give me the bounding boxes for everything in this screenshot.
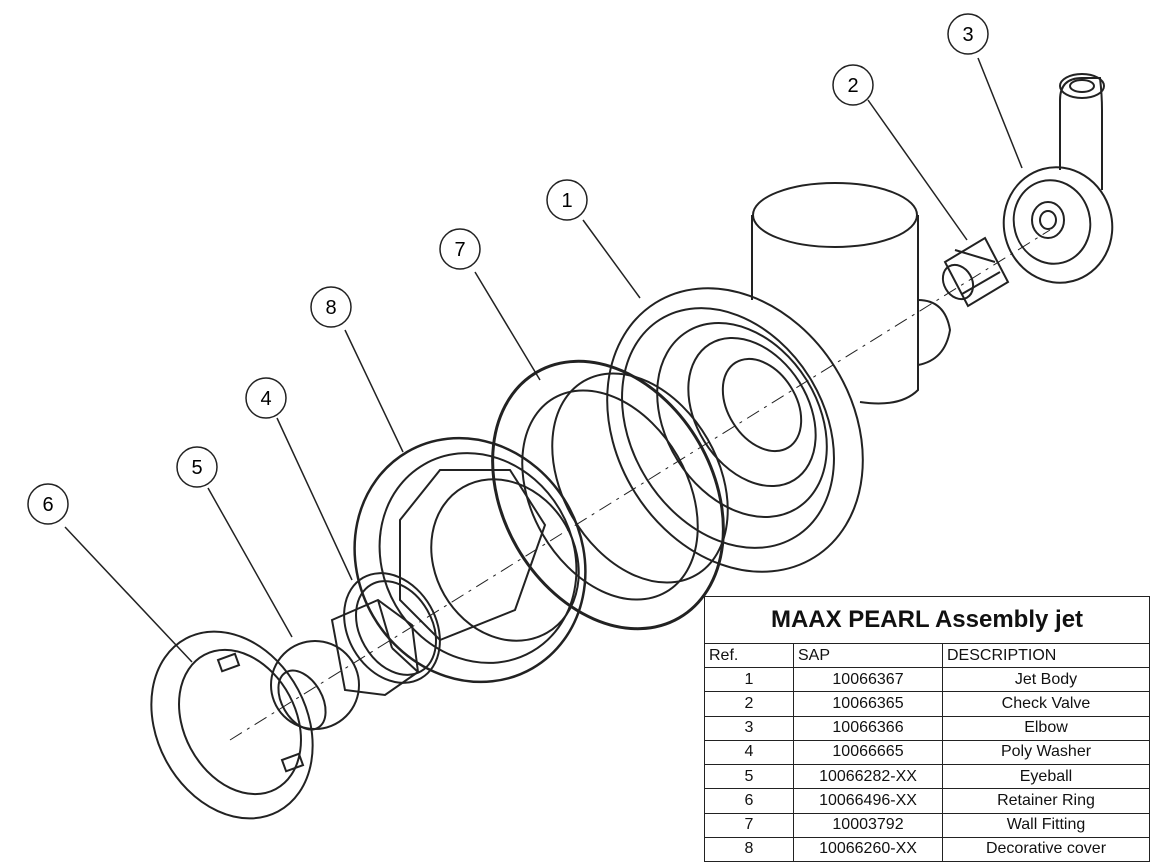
callout-6: 6 xyxy=(27,483,69,525)
svg-text:5: 5 xyxy=(191,457,202,479)
svg-text:3: 3 xyxy=(962,24,973,46)
table-header-row: Ref. SAP DESCRIPTION xyxy=(704,642,1150,669)
callout-2: 2 xyxy=(832,64,874,106)
cell-description: Check Valve xyxy=(942,691,1150,717)
table-title: MAAX PEARL Assembly jet xyxy=(704,596,1150,644)
table-title-row: MAAX PEARL Assembly jet xyxy=(704,596,1150,644)
cell-ref: 8 xyxy=(704,836,794,863)
jet-body-part xyxy=(606,182,952,573)
header-sap: SAP xyxy=(793,642,943,669)
svg-text:1: 1 xyxy=(561,190,572,212)
cell-description: Decorative cover xyxy=(942,836,1150,863)
table-row: 1 10066367 Jet Body xyxy=(704,667,1150,693)
cell-ref: 5 xyxy=(704,764,794,790)
cell-description: Elbow xyxy=(942,715,1150,741)
cell-sap: 10003792 xyxy=(793,812,943,838)
header-ref: Ref. xyxy=(704,642,794,669)
cell-sap: 10066260-XX xyxy=(793,836,943,863)
table-row: 4 10066665 Poly Washer xyxy=(704,739,1150,766)
cell-description: Wall Fitting xyxy=(942,812,1150,838)
table-row: 2 10066365 Check Valve xyxy=(704,691,1150,717)
callout-3: 3 xyxy=(947,13,989,55)
cell-sap: 10066496-XX xyxy=(793,788,943,814)
elbow-part xyxy=(1002,73,1114,284)
callout-5: 5 xyxy=(176,446,218,488)
callout-1: 1 xyxy=(546,179,588,221)
cell-description: Jet Body xyxy=(942,667,1150,693)
check-valve-part xyxy=(941,236,1010,308)
cell-ref: 4 xyxy=(704,739,794,766)
cell-ref: 7 xyxy=(704,812,794,838)
callout-balloons: 1 2 3 4 5 6 7 8 xyxy=(27,13,989,525)
table-row: 6 10066496-XX Retainer Ring xyxy=(704,788,1150,814)
cell-sap: 10066282-XX xyxy=(793,764,943,790)
cell-sap: 10066665 xyxy=(793,739,943,766)
parts-table: MAAX PEARL Assembly jet Ref. SAP DESCRIP… xyxy=(704,596,1150,863)
cell-description: Poly Washer xyxy=(942,739,1150,766)
header-description: DESCRIPTION xyxy=(942,642,1150,669)
cell-ref: 1 xyxy=(704,667,794,693)
callout-8: 8 xyxy=(310,286,352,328)
cell-sap: 10066367 xyxy=(793,667,943,693)
cell-sap: 10066366 xyxy=(793,715,943,741)
leader-lines xyxy=(64,57,1023,663)
decorative-cover-part xyxy=(353,436,587,684)
cell-ref: 3 xyxy=(704,715,794,741)
cell-sap: 10066365 xyxy=(793,691,943,717)
poly-washer-part xyxy=(343,572,441,684)
cell-ref: 6 xyxy=(704,788,794,814)
cell-description: Eyeball xyxy=(942,764,1150,790)
center-axis xyxy=(229,229,1051,741)
table-row: 8 10066260-XX Decorative cover xyxy=(704,836,1150,863)
table-row: 3 10066366 Elbow xyxy=(704,715,1150,741)
table-row: 7 10003792 Wall Fitting xyxy=(704,812,1150,838)
svg-text:4: 4 xyxy=(260,388,271,410)
callout-7: 7 xyxy=(439,228,481,270)
svg-text:8: 8 xyxy=(325,297,336,319)
svg-text:2: 2 xyxy=(847,75,858,97)
svg-text:7: 7 xyxy=(454,239,465,261)
eyeball-part xyxy=(270,598,420,731)
callout-4: 4 xyxy=(245,377,287,419)
cell-ref: 2 xyxy=(704,691,794,717)
cell-description: Retainer Ring xyxy=(942,788,1150,814)
retainer-ring-part xyxy=(150,630,314,820)
table-row: 5 10066282-XX Eyeball xyxy=(704,764,1150,790)
svg-text:6: 6 xyxy=(42,494,53,516)
